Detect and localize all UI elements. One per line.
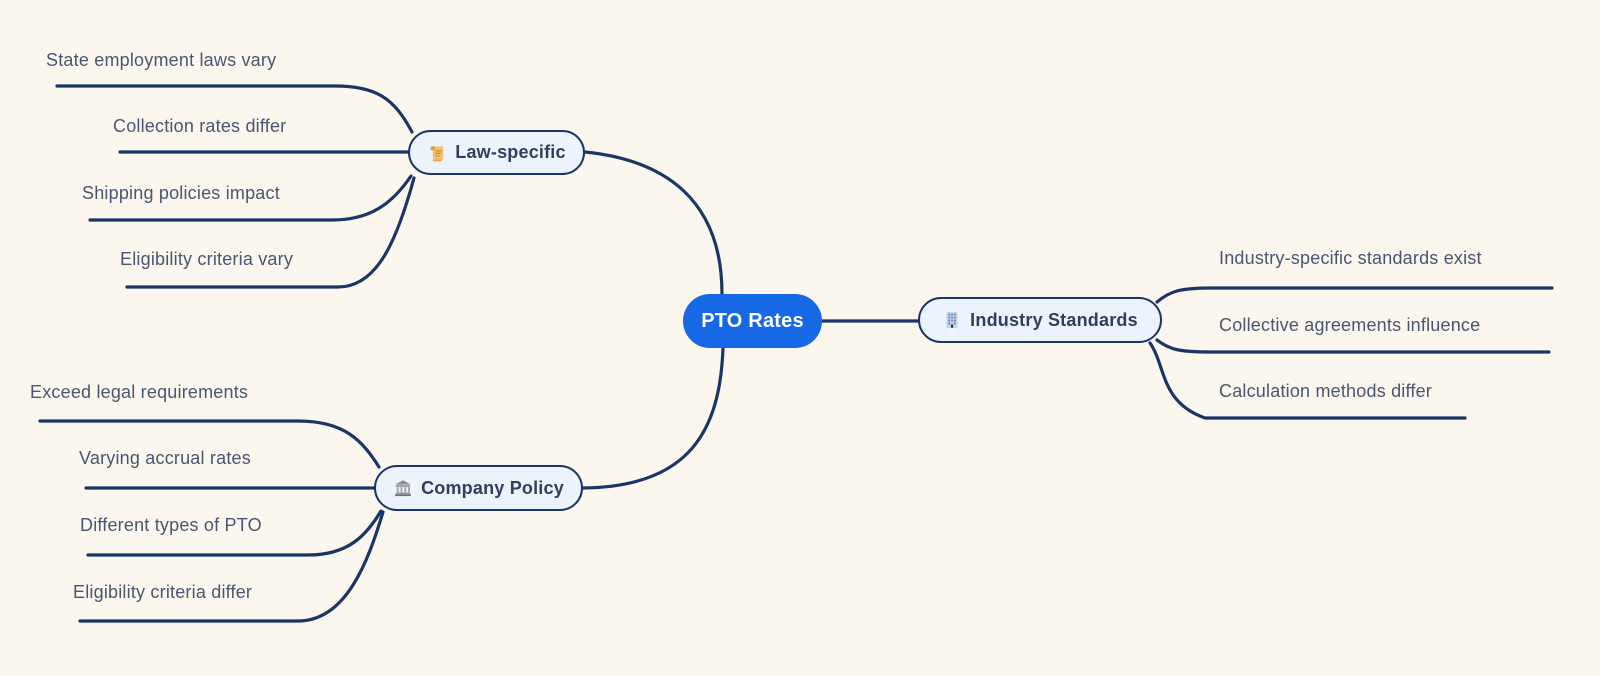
branch-node-label: Industry Standards [970, 309, 1138, 330]
edge-company-leaf-1 [38, 419, 381, 469]
edge-industry-leaf-3 [1148, 341, 1467, 420]
edge-industry-leaf-1 [1155, 286, 1554, 304]
branch-node-law-specific[interactable]: Law-specific [408, 130, 585, 175]
leaf-industry-2[interactable]: Collective agreements influence [1219, 315, 1481, 335]
bank-icon [393, 478, 413, 498]
branch-node-label: Company Policy [421, 477, 564, 498]
edge-industry-leaf-2 [1155, 338, 1551, 354]
edge-center-law [583, 150, 724, 296]
leaf-industry-3[interactable]: Calculation methods differ [1219, 381, 1432, 401]
leaf-company-3[interactable]: Different types of PTO [80, 515, 262, 535]
branch-node-company-policy[interactable]: Company Policy [374, 465, 583, 511]
leaf-law-3[interactable]: Shipping policies impact [82, 183, 280, 203]
center-node-pto-rates[interactable]: PTO Rates [683, 294, 822, 348]
leaf-industry-1[interactable]: Industry-specific standards exist [1219, 248, 1482, 268]
leaf-company-2[interactable]: Varying accrual rates [79, 448, 251, 468]
edge-center-company [581, 346, 725, 490]
office-building-icon [942, 310, 962, 330]
leaf-law-2[interactable]: Collection rates differ [113, 116, 287, 136]
scroll-icon [427, 143, 447, 163]
edge-law-leaf-1 [55, 84, 414, 134]
leaf-law-1[interactable]: State employment laws vary [46, 50, 277, 70]
leaf-company-4[interactable]: Eligibility criteria differ [73, 582, 253, 602]
edge-law-leaf-3 [88, 174, 413, 222]
leaf-company-1[interactable]: Exceed legal requirements [30, 382, 249, 402]
edge-company-leaf-3 [86, 509, 383, 557]
center-node-label: PTO Rates [701, 309, 804, 332]
edge-law-leaf-4 [125, 176, 416, 289]
leaf-law-4[interactable]: Eligibility criteria vary [120, 249, 294, 269]
branch-node-label: Law-specific [455, 142, 566, 162]
branch-node-industry-standards[interactable]: Industry Standards [918, 297, 1162, 343]
edge-company-leaf-4 [78, 510, 385, 623]
